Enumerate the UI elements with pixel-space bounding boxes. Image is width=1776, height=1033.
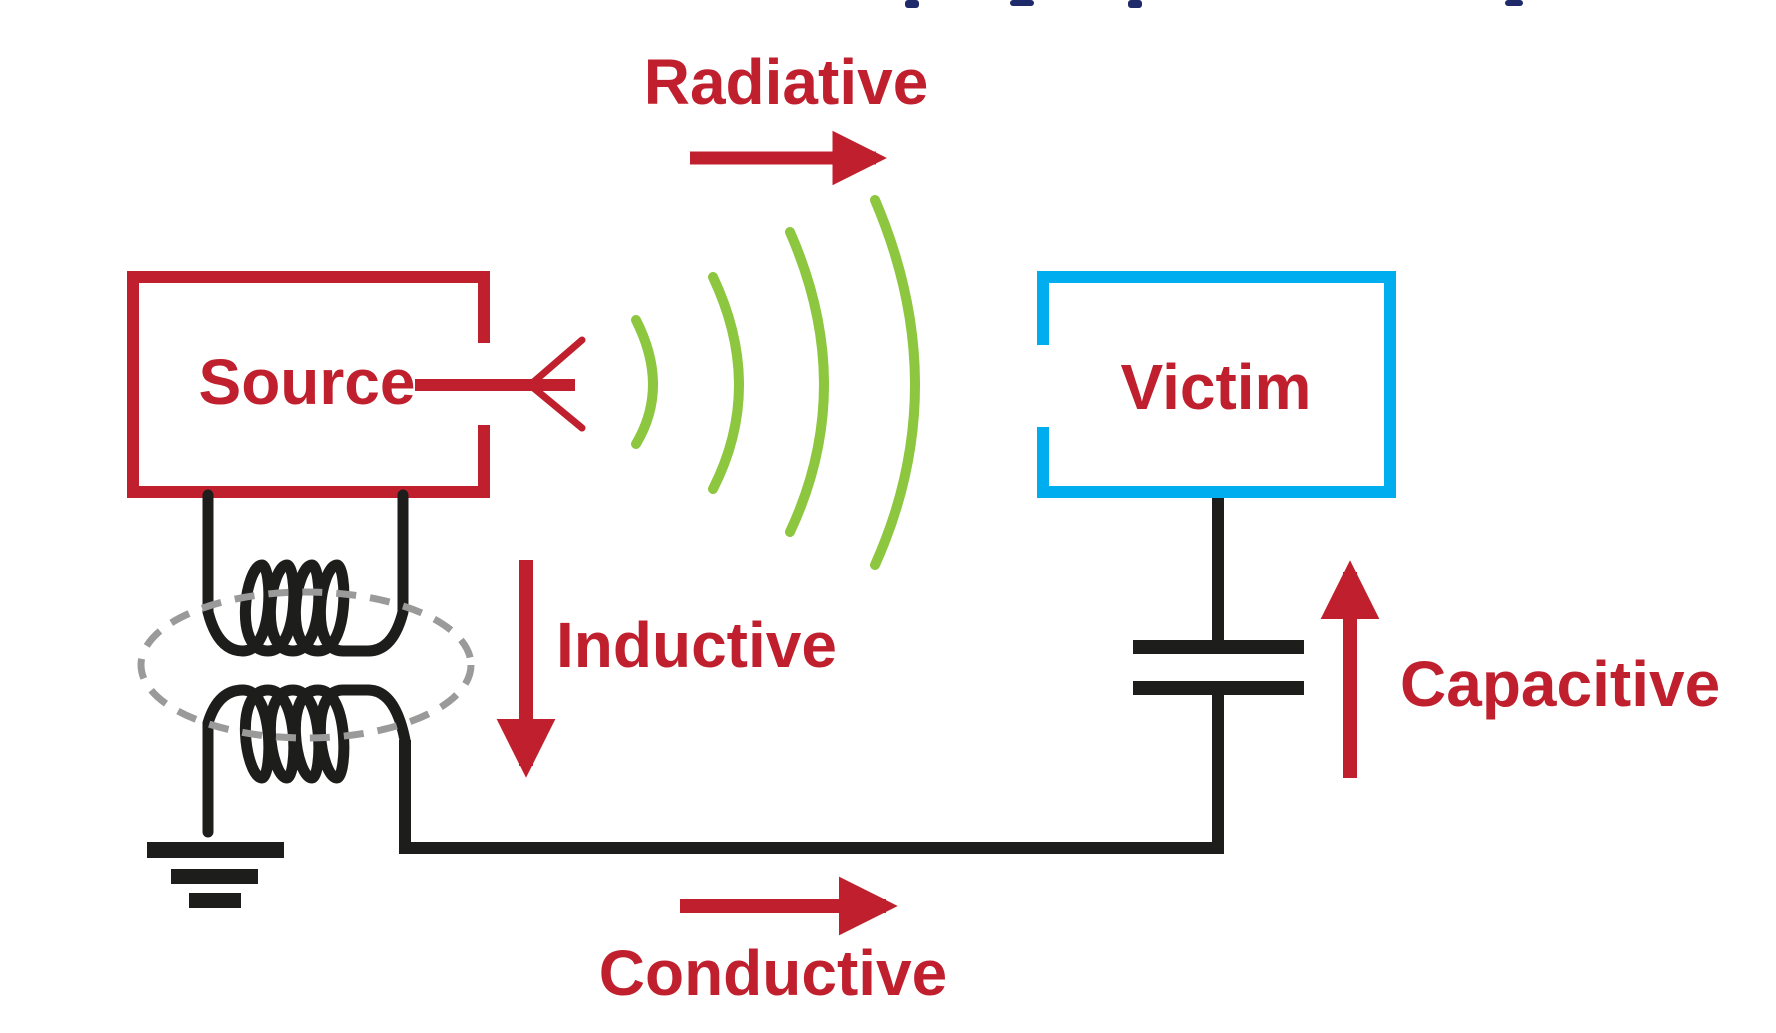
antenna-icon [526,336,586,432]
radiative-label: Radiative [644,46,929,118]
inductive-label: Inductive [556,609,837,681]
source-block: Source [127,271,586,498]
capacitor-icon [1133,640,1304,695]
conductive-label: Conductive [599,937,947,1009]
ground-icon [147,842,284,908]
victim-block: Victim [1037,271,1396,498]
coupling-dashed-outline [137,588,475,742]
source-box [127,271,490,498]
victim-label: Victim [1121,351,1312,423]
victim-box [1037,271,1396,498]
source-label: Source [199,346,416,418]
clipped-top-text [905,0,1523,8]
capacitive-label: Capacitive [1400,648,1720,720]
transformer-coil-icon [202,489,411,838]
radio-wave-icon [631,195,920,570]
conductive-wire [399,690,1224,854]
